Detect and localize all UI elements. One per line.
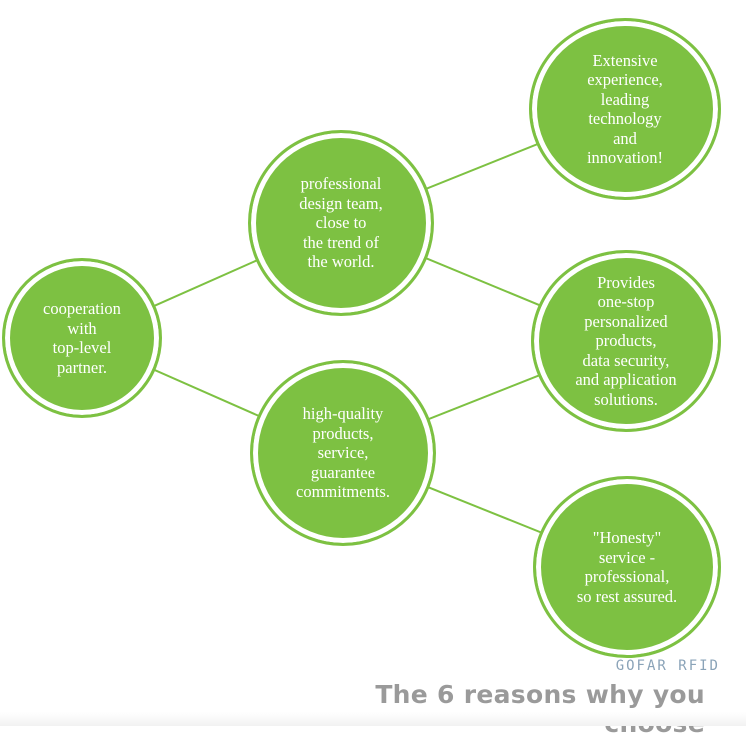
- node-quality-text: high-quality products, service, guarante…: [296, 404, 390, 502]
- node-design: professional design team, close to the t…: [248, 130, 434, 316]
- brand-label: GOFAR RFID: [615, 658, 720, 674]
- caption-title: The 6 reasons why you choose: [375, 680, 705, 738]
- node-experience-text: Extensive experience, leading technology…: [586, 50, 664, 168]
- node-honesty-text: "Honesty" service - professional, so res…: [576, 528, 678, 606]
- node-partner: cooperation with top-level partner.: [2, 258, 162, 418]
- node-onestop: Provides one-stop personalized products,…: [531, 250, 721, 432]
- node-honesty: "Honesty" service - professional, so res…: [533, 476, 721, 658]
- node-quality: high-quality products, service, guarante…: [250, 360, 436, 546]
- node-onestop-text: Provides one-stop personalized products,…: [575, 272, 677, 409]
- bottom-fade: [0, 712, 746, 726]
- node-partner-text: cooperation with top-level partner.: [43, 299, 121, 377]
- node-experience: Extensive experience, leading technology…: [529, 18, 721, 200]
- node-design-text: professional design team, close to the t…: [299, 174, 383, 272]
